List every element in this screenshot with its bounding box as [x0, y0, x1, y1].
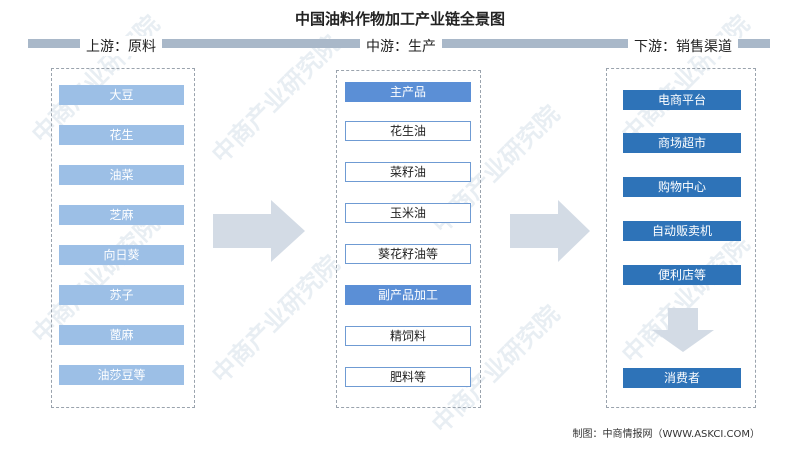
product-box: 玉米油	[345, 203, 471, 223]
sales-channel-box: 自动贩卖机	[623, 221, 741, 241]
raw-material-box: 花生	[59, 125, 184, 145]
flow-arrow-icon	[213, 200, 305, 262]
raw-material-box: 向日葵	[59, 245, 184, 265]
raw-material-box: 油菜	[59, 165, 184, 185]
main-product-header: 主产品	[345, 82, 471, 102]
product-box: 肥料等	[345, 367, 471, 387]
sales-channel-box: 电商平台	[623, 90, 741, 110]
product-box: 花生油	[345, 121, 471, 141]
midstream-title: 中游：生产	[360, 36, 442, 56]
sales-channel-box: 便利店等	[623, 265, 741, 285]
down-arrow-icon	[652, 308, 714, 352]
page-title: 中国油料作物加工产业链全景图	[294, 10, 505, 28]
raw-material-box: 芝麻	[59, 205, 184, 225]
downstream-title: 下游：销售渠道	[628, 36, 738, 56]
product-box: 菜籽油	[345, 162, 471, 182]
downstream-panel: 电商平台 商场超市 购物中心 自动贩卖机 便利店等 消费者	[606, 68, 756, 408]
raw-material-box: 大豆	[59, 85, 184, 105]
watermark-text: 中商产业研究院	[206, 249, 346, 389]
raw-material-box: 油莎豆等	[59, 365, 184, 385]
raw-material-box: 蓖麻	[59, 325, 184, 345]
raw-material-box: 苏子	[59, 285, 184, 305]
consumer-box: 消费者	[623, 368, 741, 388]
midstream-panel: 主产品 花生油 菜籽油 玉米油 葵花籽油等 副产品加工 精饲料 肥料等	[336, 70, 481, 408]
byproduct-header: 副产品加工	[345, 285, 471, 305]
upstream-title: 上游：原料	[80, 36, 162, 56]
sales-channel-box: 商场超市	[623, 133, 741, 153]
sales-channel-box: 购物中心	[623, 177, 741, 197]
product-box: 精饲料	[345, 326, 471, 346]
upstream-panel: 大豆 花生 油菜 芝麻 向日葵 苏子 蓖麻 油莎豆等	[51, 68, 195, 408]
product-box: 葵花籽油等	[345, 244, 471, 264]
source-footer: 制图：中商情报网（WWW.ASKCI.COM）	[572, 429, 761, 440]
flow-arrow-icon	[510, 200, 590, 262]
